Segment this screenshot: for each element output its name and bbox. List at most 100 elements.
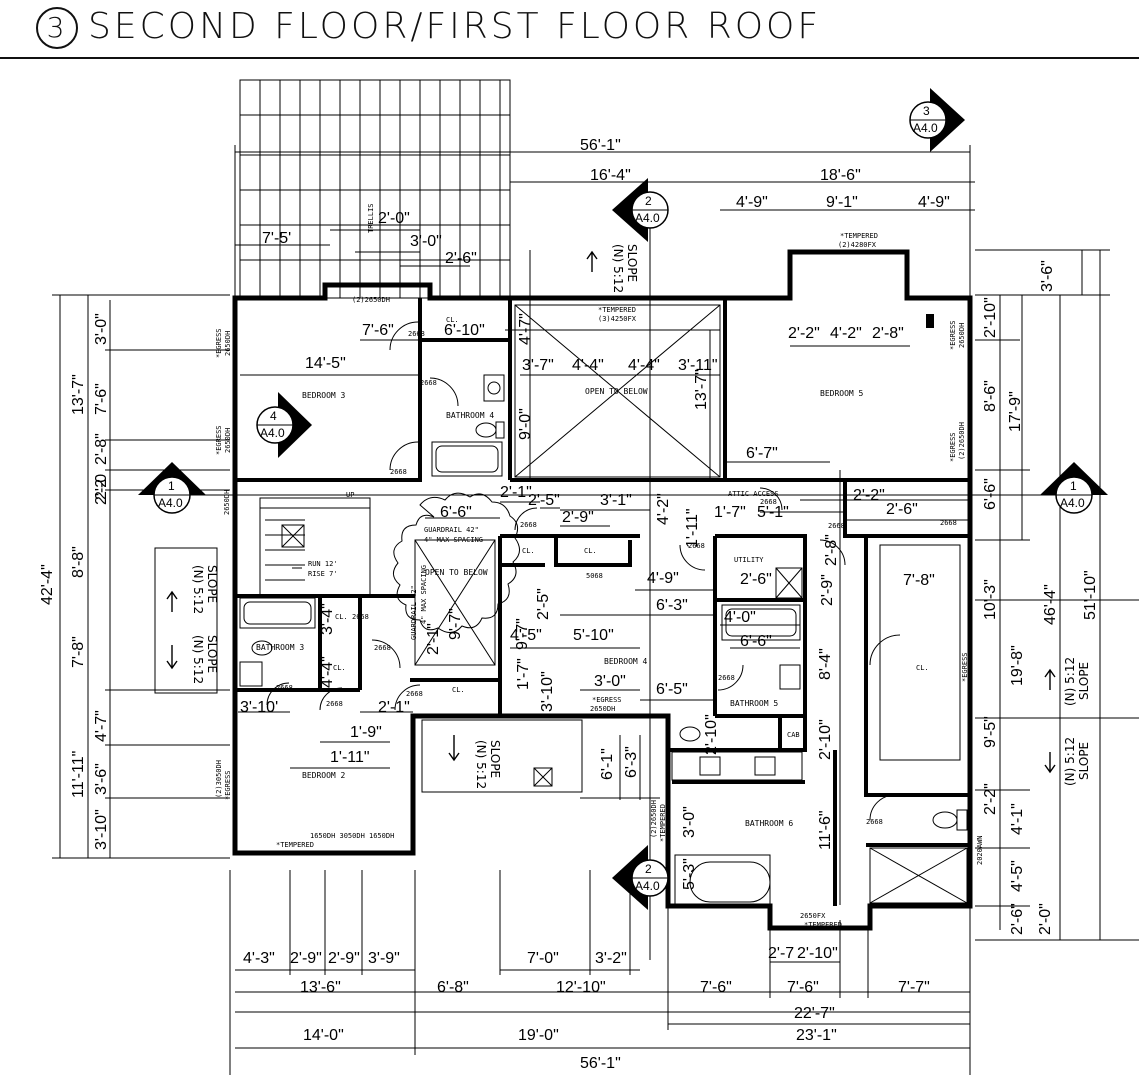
dim: 2'-1"	[500, 484, 532, 501]
dim: 2'-1"	[378, 699, 410, 716]
dim: 2'-10"	[817, 719, 834, 760]
dim: 56'-1"	[580, 137, 621, 154]
label-door: 5068	[586, 572, 603, 580]
dim: 6'-6"	[740, 633, 772, 650]
window-note: (2)4280FX	[838, 241, 877, 249]
dim: 8'-6"	[982, 380, 999, 412]
window-note: *EGRESS	[961, 652, 969, 682]
dim: 19'-8"	[1009, 645, 1026, 686]
window-note: (2)2650DH	[352, 296, 390, 304]
room-attic-access: ATTIC ACCESS	[728, 490, 779, 498]
label-spacing: 4" MAX SPACING	[424, 536, 483, 544]
room-bedroom-5: BEDROOM 5	[820, 389, 864, 398]
dim: 19'-0"	[518, 1027, 559, 1044]
dim: 4'-2"	[655, 493, 672, 525]
dim: 13'-6"	[300, 979, 341, 996]
window-note: *EGRESS	[215, 425, 223, 455]
slope-label: (N) 5:12	[1063, 737, 1077, 786]
dim: 42'-4"	[39, 564, 56, 605]
dim: 2'-0"	[378, 210, 410, 227]
door-tag: 2668	[276, 684, 293, 692]
dim: 4'-9"	[736, 194, 768, 211]
dim: 2'-7	[768, 945, 794, 962]
section-sheet: A4.0	[1060, 496, 1085, 510]
dim: 10'-3"	[982, 579, 999, 620]
window-note: *EGRESS	[949, 320, 957, 350]
slope-label: SLOPE	[625, 244, 639, 282]
dim: 7'-0"	[527, 950, 559, 967]
label-closet: CL.	[333, 664, 346, 672]
dim: 2'-9"	[290, 950, 322, 967]
dim: 22'-7"	[794, 1005, 835, 1022]
door-tag: 2668	[688, 542, 705, 550]
dim: 4'-9"	[918, 194, 950, 211]
dim: 2'-8"	[823, 534, 840, 566]
room-bathroom-3: BATHROOM 3	[256, 643, 304, 652]
section-sheet: A4.0	[635, 211, 660, 225]
interior-walls	[235, 298, 970, 906]
dim: 9'-7"	[514, 618, 531, 650]
dim: 12'-10"	[556, 979, 606, 996]
room-open-to-below: OPEN TO BELOW	[585, 387, 648, 396]
dim: 4'-3"	[243, 950, 275, 967]
section-number: 4	[270, 409, 277, 423]
dim: 1'-7"	[515, 658, 532, 690]
window-note: 2650DH	[224, 428, 232, 453]
dim: 3'-6"	[1039, 260, 1056, 292]
room-bathroom-4: BATHROOM 4	[446, 411, 494, 420]
slope-label: (N) 5:12	[191, 635, 205, 684]
dim: 8'-8"	[70, 546, 87, 578]
dim: 7'-7"	[898, 979, 930, 996]
room-bathroom-5: BATHROOM 5	[730, 699, 778, 708]
dim: 4'-4"	[319, 656, 336, 688]
room-utility: UTILITY	[734, 556, 764, 564]
dim: 2'-6"	[740, 571, 772, 588]
door-tag: 2668	[828, 522, 845, 530]
dim: 2'-0	[93, 474, 110, 500]
dim: 3'-2"	[595, 950, 627, 967]
section-number: 2	[645, 194, 652, 208]
section-marker-top: 3 A4.0	[909, 88, 965, 152]
dim: 7'-6"	[700, 979, 732, 996]
dim: 4'-7"	[93, 710, 110, 742]
label-guardrail: GUARDRAIL 42"	[410, 585, 418, 640]
dim: 7'-6"	[362, 322, 394, 339]
label-stair-rise: RISE 7'	[308, 570, 338, 578]
dim: 2'-9"	[562, 509, 594, 526]
dim: 9'-7"	[447, 608, 464, 640]
dim: 2'-8"	[93, 433, 110, 465]
label-door: 2668	[940, 519, 957, 527]
section-number: 1	[1070, 479, 1077, 493]
label-spacing: 4" MAX SPACING	[420, 565, 428, 624]
dim: 3'-0"	[93, 313, 110, 345]
dim: 7'-6"	[93, 383, 110, 415]
label-stair-run: RUN 12'	[308, 560, 338, 568]
dim: 4'-5"	[510, 627, 542, 644]
dim: 3'-0"	[410, 233, 442, 250]
dim: 2'-9"	[819, 574, 836, 606]
dim: 16'-4"	[590, 167, 631, 184]
door-tag: 2668	[520, 521, 537, 529]
window-note: *TEMPERED	[804, 921, 842, 929]
dim: 11'-6"	[817, 810, 834, 850]
section-marker-4: 4 A4.0	[256, 392, 312, 458]
door-tag: 2668	[374, 644, 391, 652]
section-marker-2-top: 2 A4.0	[612, 178, 669, 242]
window-note: 2020AWN	[976, 835, 984, 865]
dim: 2'-9"	[328, 950, 360, 967]
dim: 2'-6"	[886, 501, 918, 518]
dim: 3'-10"	[539, 671, 556, 712]
open-to-below-upper	[514, 304, 721, 478]
small-labels: CL. CL. CL. CL. CL. CL. CL. CAB TRELLIS …	[223, 203, 957, 739]
dim: 14'-5"	[305, 355, 346, 372]
label-cabinet: CAB	[787, 731, 800, 739]
dim: 6'-3"	[656, 597, 688, 614]
fixtures	[239, 314, 968, 906]
room-bathroom-6: BATHROOM 6	[745, 819, 793, 828]
label-trellis: TRELLIS	[367, 203, 375, 233]
dim: 5'-1"	[757, 504, 789, 521]
dim: 4'-0"	[724, 609, 756, 626]
dim: 1'-9"	[350, 724, 382, 741]
window-note: *EGRESS	[224, 770, 232, 800]
dim: 4'-4"	[628, 357, 660, 374]
